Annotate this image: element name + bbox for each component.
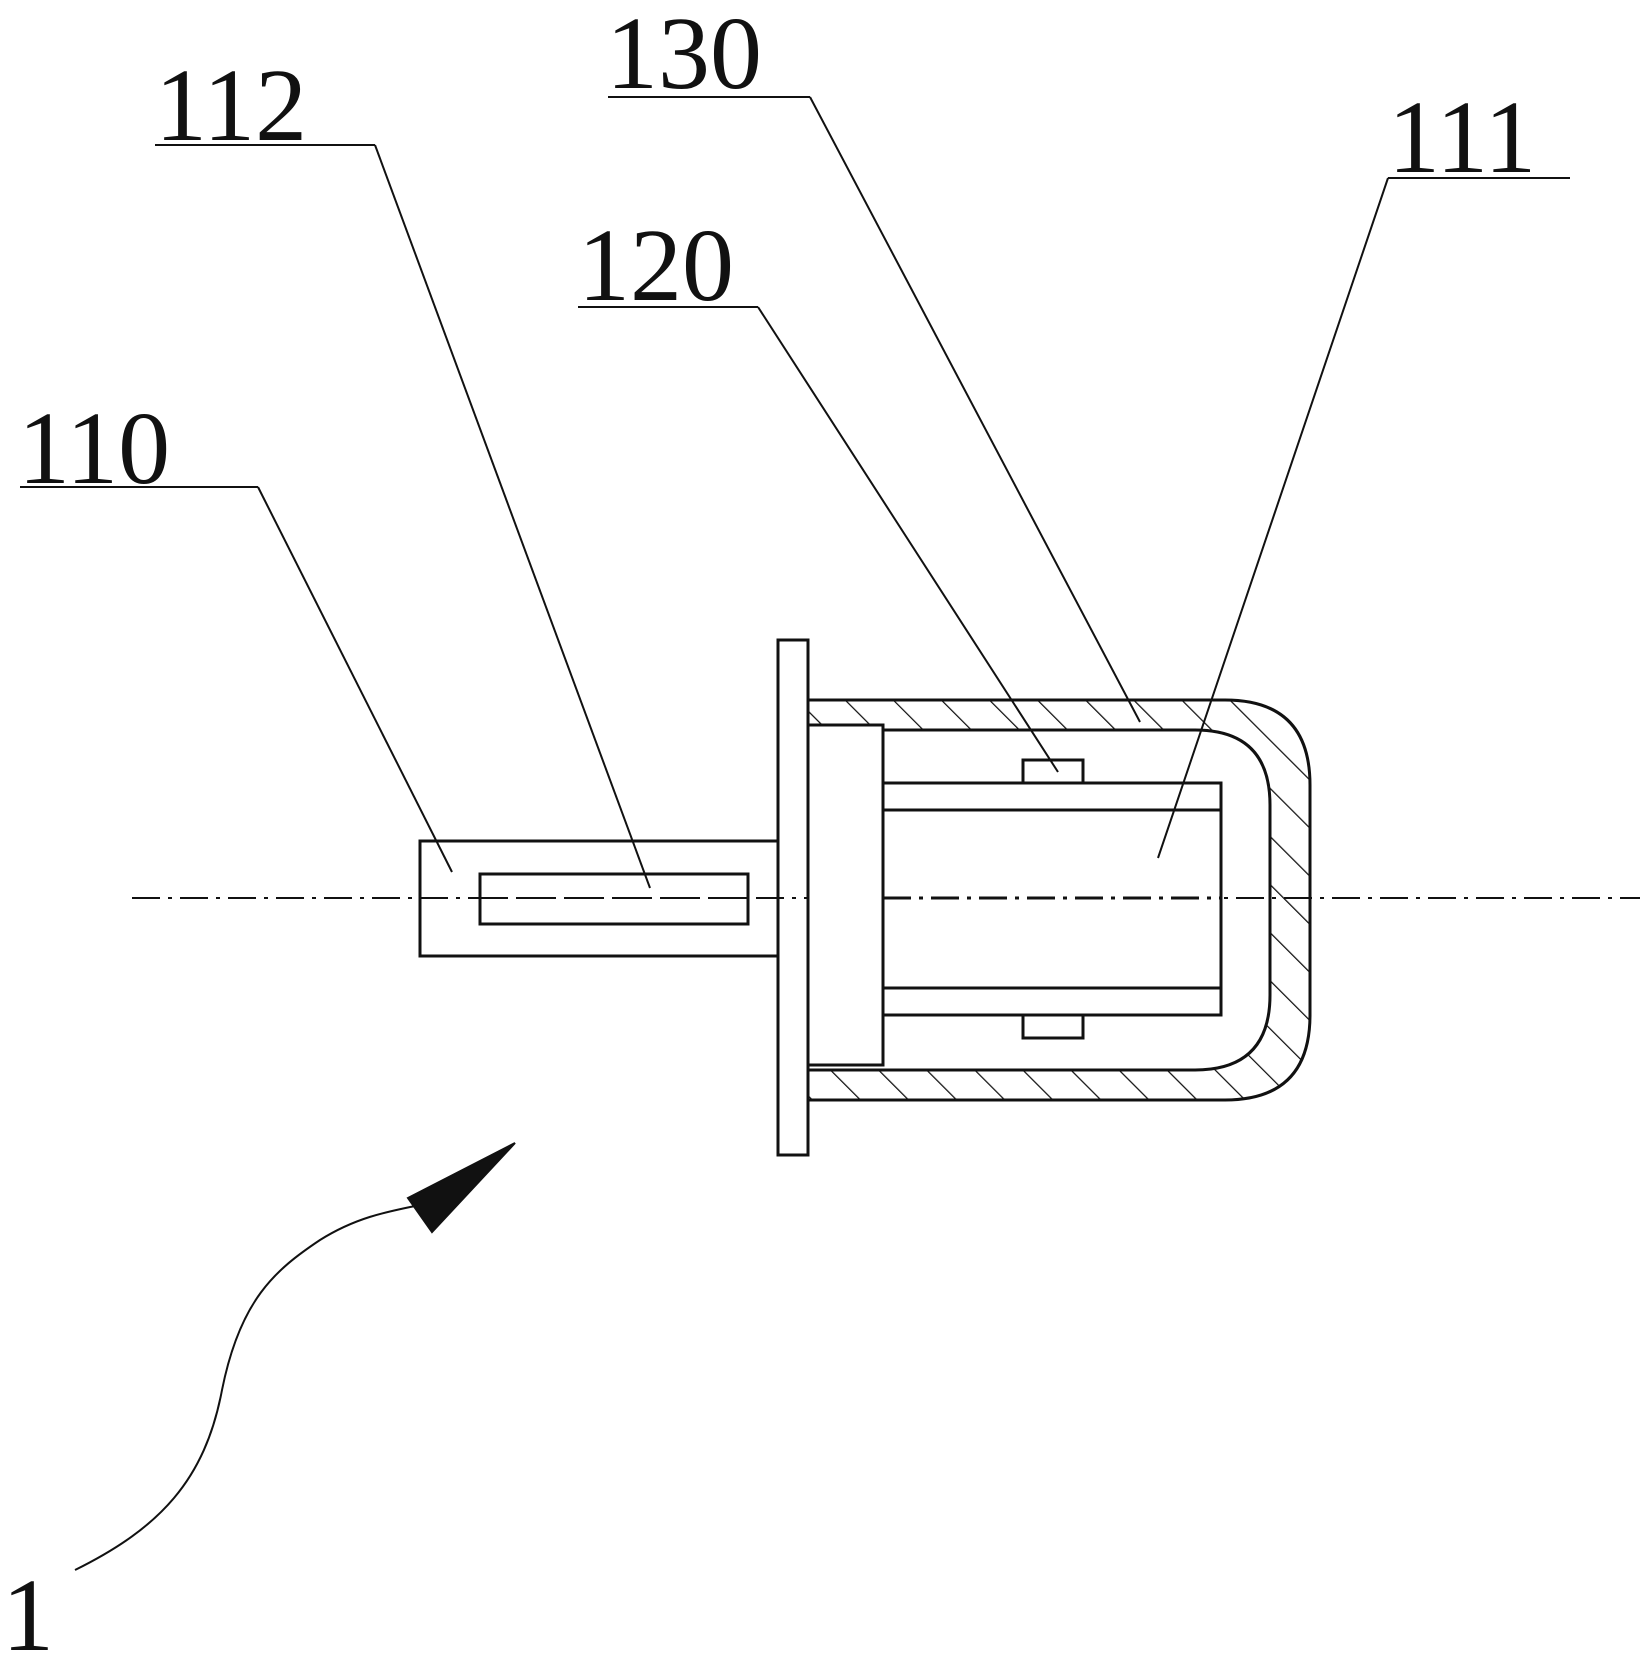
leader-111	[1157, 177, 1570, 859]
label-1: 1	[2, 1558, 54, 1663]
housing-130	[806, 698, 1312, 1102]
shaft-110	[132, 839, 808, 958]
label-130: 130	[606, 0, 762, 111]
leader-130	[608, 96, 1141, 723]
collar-block	[806, 723, 885, 1067]
pin-120-bottom	[1021, 1013, 1085, 1040]
label-110: 110	[18, 391, 170, 506]
leader-112	[155, 144, 651, 889]
leader-120	[578, 306, 1059, 773]
label-112: 112	[155, 48, 307, 163]
pin-120-top	[1021, 758, 1085, 785]
label-111: 111	[1388, 80, 1536, 195]
assembly-arrow	[74, 1142, 516, 1571]
leader-110	[20, 486, 453, 873]
label-120: 120	[578, 208, 734, 323]
inner-body-111	[881, 781, 1223, 1017]
